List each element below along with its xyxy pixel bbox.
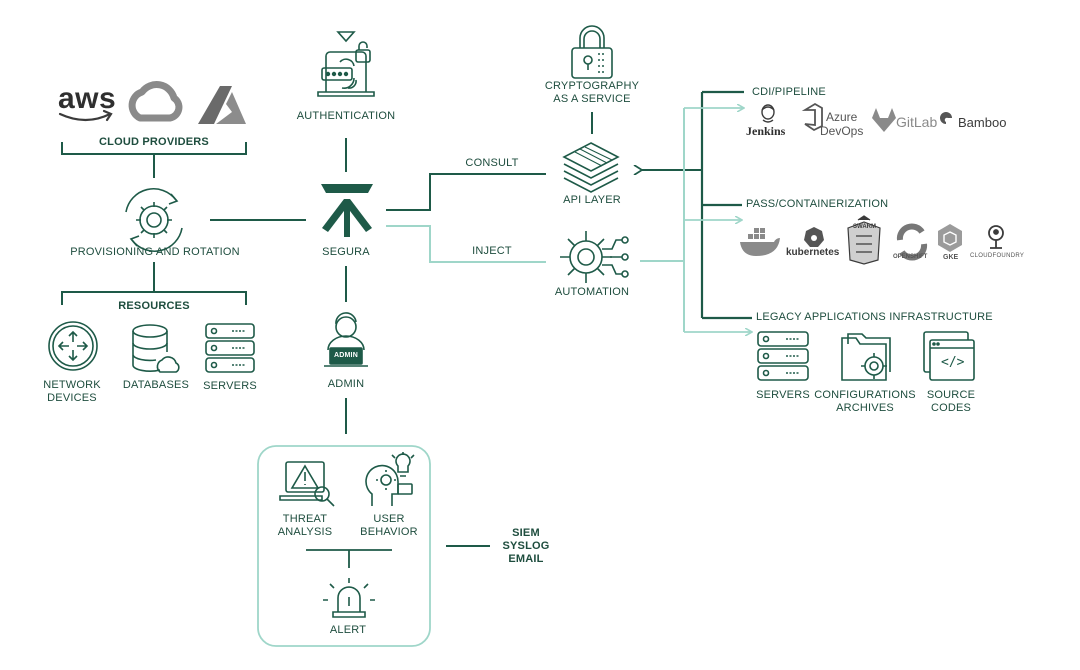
databases-label: DATABASES xyxy=(122,379,190,391)
api-layer-label: API LAYER xyxy=(563,194,621,206)
crypto-label-2: AS A SERVICE xyxy=(553,93,631,105)
segura-logo-icon xyxy=(321,184,373,237)
servers-left-icon xyxy=(205,323,255,373)
automation-label: AUTOMATION xyxy=(554,286,630,298)
jenkins-logo-text: Jenkins xyxy=(746,124,786,138)
jenkins-icon xyxy=(761,104,775,123)
openshift-logo-text: OPENSHIFT xyxy=(893,254,928,260)
swarm-logo-text: SWARM xyxy=(853,224,876,230)
inject-label: INJECT xyxy=(472,245,512,257)
docker-icon xyxy=(740,228,780,256)
siem-label: SIEM xyxy=(512,527,540,539)
gitlab-logo-text: GitLab xyxy=(896,114,938,130)
automation-gear-icon xyxy=(560,231,629,283)
connectors xyxy=(61,90,752,647)
openshift-icon xyxy=(896,223,928,261)
pass-containerization-label: PASS/CONTAINERIZATION xyxy=(746,198,889,210)
network-devices-label-1: NETWORK xyxy=(43,379,101,391)
user-label-1: USER xyxy=(373,513,405,525)
user-behavior-icon xyxy=(365,452,415,506)
cloudfoundry-icon xyxy=(988,225,1004,249)
provisioning-gear-icon xyxy=(125,187,183,253)
azure-devops-icon xyxy=(801,102,823,132)
bamboo-logo-text: Bamboo xyxy=(958,115,1007,130)
bamboo-icon xyxy=(940,112,952,124)
gke-logo-text: GKE xyxy=(943,254,959,261)
aws-logo-text: aws xyxy=(58,82,117,115)
cryptography-icon xyxy=(571,25,613,79)
source-label-1: SOURCE xyxy=(926,389,976,401)
admin-label: ADMIN xyxy=(327,378,365,390)
source-code-tag: </> xyxy=(941,355,965,370)
consult-line xyxy=(386,173,546,211)
provisioning-label: PROVISIONING AND ROTATION xyxy=(70,246,240,258)
aws-smile-icon xyxy=(58,109,113,122)
resources-label: RESOURCES xyxy=(118,300,190,312)
database-icon xyxy=(132,324,180,373)
kubernetes-icon xyxy=(804,227,824,247)
swarm-icon xyxy=(847,215,881,265)
cloudfoundry-logo-text: CLOUDFOUNDRY xyxy=(970,253,1025,259)
api-layer-icon xyxy=(562,142,620,193)
crypto-label-1: CRYPTOGRAPHY xyxy=(544,80,640,92)
threat-analysis-icon xyxy=(279,461,335,507)
servers-right-icon xyxy=(757,331,809,381)
authentication-icon xyxy=(317,31,375,97)
config-label-2: ARCHIVES xyxy=(836,402,894,414)
source-label-2: CODES xyxy=(930,402,972,414)
alert-siren-icon xyxy=(323,578,375,618)
threat-label-1: THREAT xyxy=(282,513,328,525)
config-label-1: CONFIGURATIONS xyxy=(814,389,916,401)
admin-badge-text: ADMIN xyxy=(334,352,358,359)
inject-line xyxy=(386,225,546,263)
authentication-label: AUTHENTICATION xyxy=(296,110,396,122)
consult-label: CONSULT xyxy=(465,157,519,169)
azure-logo-text-2: DevOps xyxy=(820,124,864,138)
azure-icon xyxy=(198,86,246,124)
configurations-archives-icon xyxy=(841,333,891,381)
azure-logo-text-1: Azure xyxy=(826,110,858,124)
source-codes-icon xyxy=(923,331,975,381)
alert-label: ALERT xyxy=(329,624,367,636)
syslog-label: SYSLOG xyxy=(502,540,550,552)
segura-label: SEGURA xyxy=(322,246,370,258)
servers-right-label: SERVERS xyxy=(756,389,810,401)
legacy-label: LEGACY APPLICATIONS INFRASTRUCTURE xyxy=(756,311,993,323)
servers-left-label: SERVERS xyxy=(203,380,257,392)
threat-label-2: ANALYSIS xyxy=(277,526,333,538)
alert-box xyxy=(257,445,431,647)
gke-icon xyxy=(938,224,962,252)
admin-icon xyxy=(324,312,368,367)
router-icon xyxy=(48,321,98,371)
network-devices-label-2: DEVICES xyxy=(47,392,97,404)
user-label-2: BEHAVIOR xyxy=(360,526,418,538)
cloud-providers-label: CLOUD PROVIDERS xyxy=(99,136,209,148)
google-cloud-icon xyxy=(128,81,183,122)
cdi-pipeline-label: CDI/PIPELINE xyxy=(752,86,826,98)
resources-bracket xyxy=(61,291,247,305)
gitlab-icon xyxy=(872,108,896,132)
email-label: EMAIL xyxy=(508,553,544,565)
kubernetes-logo-text: kubernetes xyxy=(786,247,840,258)
